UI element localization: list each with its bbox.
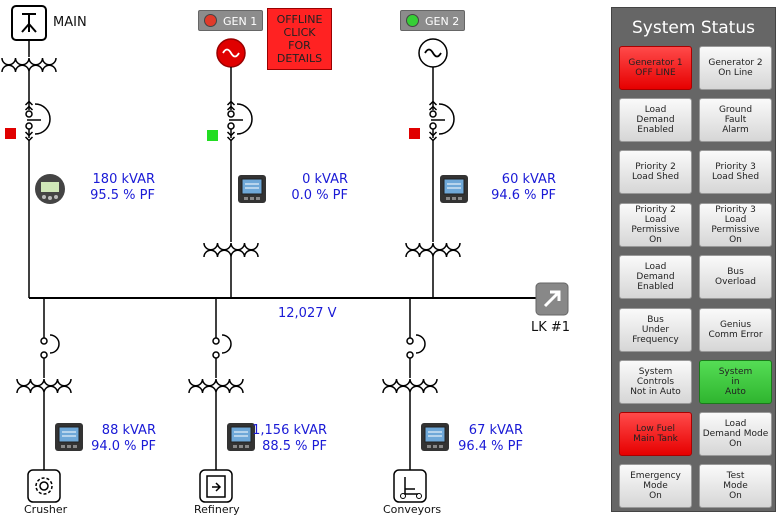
gen2-pf: 94.6 % PF <box>491 188 556 203</box>
status-button[interactable]: Priority 2 Load Shed <box>619 150 692 194</box>
one-line-diagram <box>1 5 569 503</box>
status-button[interactable]: Bus Under Frequency <box>619 308 692 352</box>
status-button[interactable]: Load Demand Enabled <box>619 98 692 142</box>
status-button[interactable]: Load Demand Mode On <box>699 412 772 456</box>
main-pf: 95.5 % PF <box>90 188 155 203</box>
gen1-pf: 0.0 % PF <box>291 188 348 203</box>
status-button[interactable]: Genius Comm Error <box>699 308 772 352</box>
crusher-label: Crusher <box>24 503 68 516</box>
refinery-label: Refinery <box>194 503 240 516</box>
gen1-breaker <box>226 99 253 142</box>
conveyors-pf: 96.4 % PF <box>458 439 523 454</box>
gen2-breaker <box>428 99 455 142</box>
gen1-kvar: 0 kVAR <box>302 172 348 187</box>
gen2-button[interactable]: GEN 2 <box>400 10 465 31</box>
gen2-label: GEN 2 <box>425 15 460 28</box>
bus-voltage: 12,027 V <box>278 306 337 321</box>
gen1-label: GEN 1 <box>223 15 258 28</box>
main-breaker <box>24 99 51 142</box>
status-button[interactable]: Generator 2 On Line <box>699 46 772 90</box>
status-button[interactable]: Priority 3 Load Permissive On <box>699 203 772 247</box>
link-arrow-icon[interactable] <box>535 282 569 316</box>
conveyors-icon[interactable] <box>393 469 427 503</box>
crusher-kvar: 88 kVAR <box>101 423 156 438</box>
main-breaker-status <box>5 128 16 139</box>
status-button[interactable]: Low Fuel Main Tank <box>619 412 692 456</box>
gen2-kvar: 60 kVAR <box>501 172 556 187</box>
main-label: MAIN <box>53 15 87 30</box>
status-button[interactable]: Priority 3 Load Shed <box>699 150 772 194</box>
status-button[interactable]: System Controls Not in Auto <box>619 360 692 404</box>
gen2-status-led <box>406 14 419 27</box>
main-meter-icon[interactable] <box>35 174 65 204</box>
utility-source-icon[interactable] <box>11 5 47 41</box>
crusher-pf: 94.0 % PF <box>91 439 156 454</box>
conveyors-feeder <box>382 298 450 470</box>
conveyors-meter-icon <box>420 422 450 452</box>
refinery-meter-icon <box>226 422 256 452</box>
refinery-kvar: 1,156 kVAR <box>252 423 327 438</box>
gen1-breaker-status <box>207 130 218 141</box>
conveyors-kvar: 67 kVAR <box>468 423 523 438</box>
gen1-status-led <box>204 14 217 27</box>
panel-title: System Status <box>632 18 755 38</box>
status-button[interactable]: Priority 2 Load Permissive On <box>619 203 692 247</box>
gen1-button[interactable]: GEN 1 <box>198 10 263 31</box>
gen2-meter-icon <box>439 174 469 204</box>
status-button[interactable]: Load Demand Enabled <box>619 255 692 299</box>
status-button[interactable]: Generator 1 OFF LINE <box>619 46 692 90</box>
conveyors-label: Conveyors <box>383 503 442 516</box>
gen2-breaker-status <box>409 128 420 139</box>
status-button[interactable]: Bus Overload <box>699 255 772 299</box>
link-label: LK #1 <box>531 320 571 335</box>
refinery-pf: 88.5 % PF <box>262 439 327 454</box>
status-button[interactable]: System in Auto <box>699 360 772 404</box>
crusher-gear-icon[interactable] <box>27 469 61 503</box>
crusher-feeder <box>16 298 84 470</box>
gen1-meter-icon <box>237 174 267 204</box>
refinery-icon[interactable] <box>199 469 233 503</box>
status-button[interactable]: Ground Fault Alarm <box>699 98 772 142</box>
crusher-meter-icon <box>54 422 84 452</box>
offline-details-button[interactable]: OFFLINE CLICK FOR DETAILS <box>267 8 332 70</box>
status-button[interactable]: Emergency Mode On <box>619 464 692 508</box>
main-kvar: 180 kVAR <box>92 172 155 187</box>
refinery-feeder <box>188 298 256 470</box>
status-button[interactable]: Test Mode On <box>699 464 772 508</box>
